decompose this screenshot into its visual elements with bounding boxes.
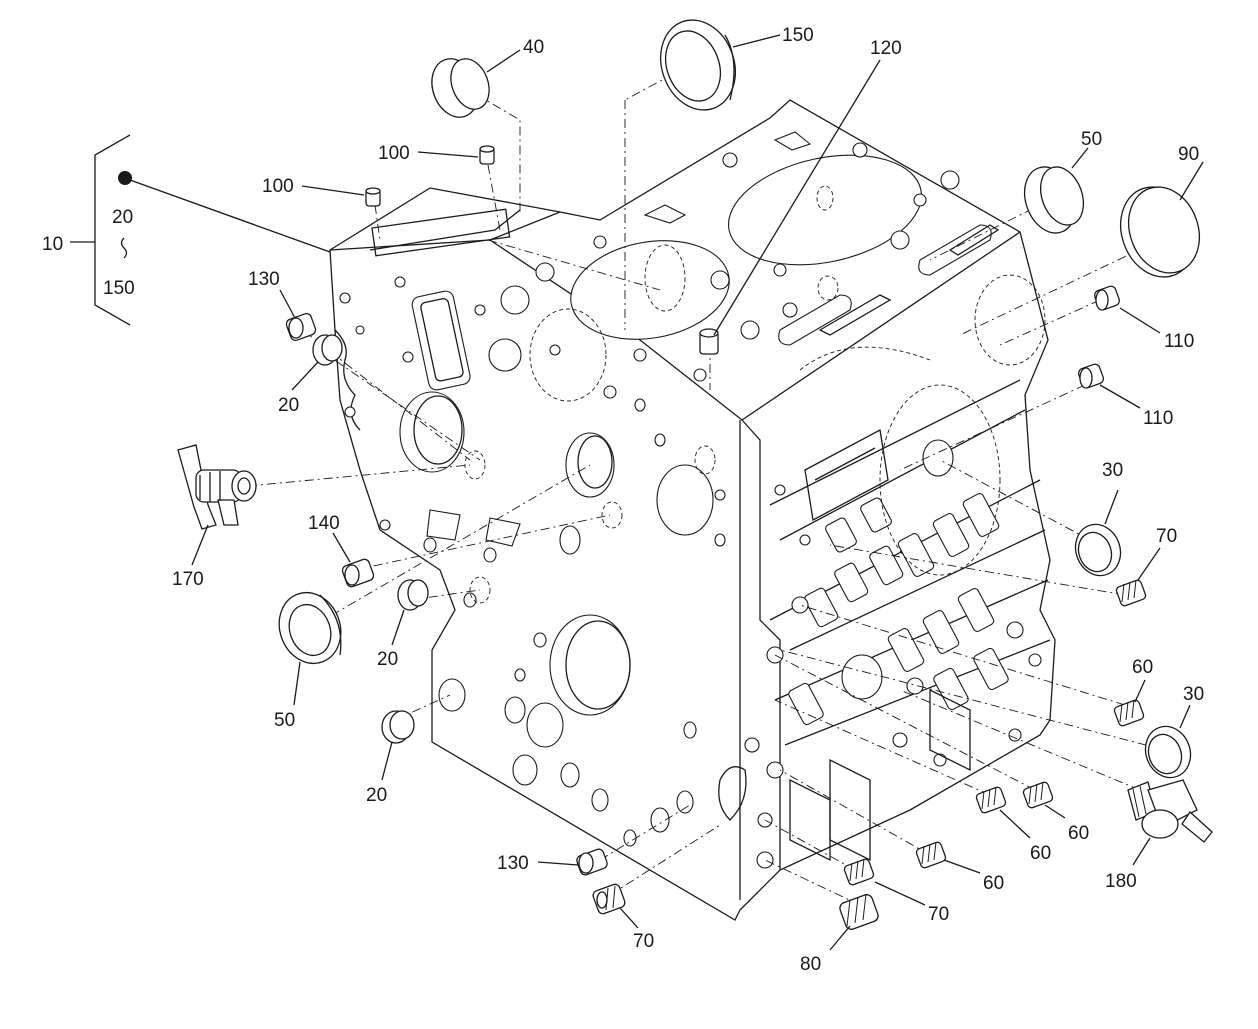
part-20-plug-3 bbox=[381, 710, 415, 744]
assembly-reference-dot bbox=[118, 171, 132, 185]
callout-120: 120 bbox=[870, 38, 902, 59]
part-60-threaded-plug-4 bbox=[915, 841, 947, 869]
part-40-plug bbox=[431, 58, 490, 118]
part-60-threaded-plug bbox=[1113, 699, 1145, 727]
part-110-bushing-2 bbox=[1078, 363, 1104, 389]
callout-70: 70 bbox=[1156, 526, 1177, 547]
callout-20-2: 20 bbox=[377, 649, 398, 670]
part-170-valve bbox=[177, 444, 257, 530]
callout-20: 20 bbox=[278, 395, 299, 416]
callout-150-range: 150 bbox=[103, 278, 135, 299]
leader-10 bbox=[129, 179, 331, 253]
part-30-seal bbox=[1074, 523, 1122, 577]
callout-170: 170 bbox=[172, 569, 204, 590]
part-90-cover bbox=[1120, 186, 1200, 278]
callout-180: 180 bbox=[1105, 871, 1137, 892]
callout-50: 50 bbox=[1081, 129, 1102, 150]
part-50-plug bbox=[1023, 166, 1085, 234]
callout-150: 150 bbox=[782, 25, 814, 46]
part-140-sleeve bbox=[341, 558, 375, 588]
callout-30-2: 30 bbox=[1183, 684, 1204, 705]
callout-labels: 10 20 150 40 150 120 100 100 50 90 110 1… bbox=[42, 25, 1204, 975]
part-130-sleeve-2 bbox=[576, 848, 608, 876]
callout-70-3: 70 bbox=[633, 931, 654, 952]
part-70-threaded-plug-3 bbox=[592, 883, 626, 915]
part-150-seal-ring bbox=[660, 19, 736, 111]
assembly-bracket bbox=[70, 134, 131, 326]
callout-10: 10 bbox=[42, 234, 63, 255]
part-60-threaded-plug-3 bbox=[975, 786, 1007, 814]
callout-100: 100 bbox=[378, 143, 410, 164]
callout-130-2: 130 bbox=[497, 853, 529, 874]
callout-140: 140 bbox=[308, 513, 340, 534]
callout-60-3: 60 bbox=[1030, 843, 1051, 864]
callout-40: 40 bbox=[523, 37, 544, 58]
part-20-plug bbox=[312, 334, 343, 366]
part-70-threaded-plug bbox=[1115, 579, 1147, 607]
callout-60: 60 bbox=[1132, 657, 1153, 678]
top-deck-features bbox=[500, 131, 1000, 399]
part-50-seal bbox=[278, 591, 342, 665]
part-180-sensor bbox=[1127, 779, 1213, 843]
callout-20-3: 20 bbox=[366, 785, 387, 806]
callout-80: 80 bbox=[800, 954, 821, 975]
callout-90: 90 bbox=[1178, 144, 1199, 165]
callout-50-2: 50 bbox=[274, 710, 295, 731]
callout-100-2: 100 bbox=[262, 176, 294, 197]
leader-lines bbox=[191, 34, 1204, 951]
callout-20-range: 20 bbox=[112, 207, 133, 228]
callout-110: 110 bbox=[1164, 331, 1194, 352]
right-face-ribs bbox=[714, 274, 1051, 869]
part-130-sleeve bbox=[285, 312, 317, 342]
part-60-threaded-plug-2 bbox=[1022, 781, 1054, 809]
part-100-dowel-pin-2 bbox=[365, 187, 381, 207]
callout-30: 30 bbox=[1102, 460, 1123, 481]
callout-130: 130 bbox=[248, 269, 280, 290]
callout-60-4: 60 bbox=[983, 873, 1004, 894]
part-100-dowel-pin bbox=[479, 145, 495, 165]
callout-60-2: 60 bbox=[1068, 823, 1089, 844]
callout-110-2: 110 bbox=[1143, 408, 1173, 429]
part-110-bushing bbox=[1094, 285, 1120, 311]
part-30-seal-2 bbox=[1144, 725, 1192, 779]
callout-70-2: 70 bbox=[928, 904, 949, 925]
part-70-threaded-plug-2 bbox=[843, 858, 875, 886]
part-20-plug-2 bbox=[397, 579, 429, 611]
part-80-threaded-plug bbox=[839, 893, 879, 930]
assembly-axis-lines bbox=[247, 64, 1166, 906]
part-120-pin bbox=[699, 328, 719, 355]
